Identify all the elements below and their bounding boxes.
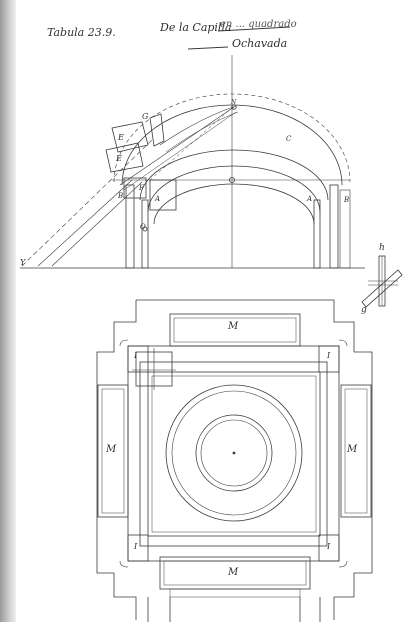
curve-to-crown	[159, 105, 237, 146]
vault-extrados-arc	[113, 93, 351, 183]
crown-mark	[231, 104, 237, 110]
plan-label-i-br: I	[327, 542, 331, 551]
slope-line-1	[21, 139, 153, 267]
right-wall	[329, 184, 339, 269]
label-e2: E	[116, 154, 122, 163]
slope-line-2	[37, 179, 133, 267]
center-mark	[229, 177, 235, 183]
plan-label-i-tr: I	[327, 351, 331, 360]
label-b-left: B	[118, 192, 124, 200]
elevation-section	[20, 55, 365, 269]
binding-shadow	[0, 0, 16, 622]
lantern-circle-inner	[200, 419, 268, 487]
block-m-left-inner	[101, 388, 125, 514]
vault-inner-arc-2	[147, 165, 321, 213]
dome-circle-outer	[165, 384, 303, 522]
corner-block-bl	[127, 534, 149, 562]
title-strike	[217, 26, 291, 32]
slope-line-3	[51, 181, 143, 267]
dome-circle-middle	[171, 390, 297, 516]
block-m-bottom-base	[169, 588, 301, 598]
vault-outer-arc	[121, 104, 343, 186]
block-m-left	[97, 384, 129, 518]
label-e1: E	[118, 133, 124, 142]
voussoir-f	[123, 177, 147, 199]
title-line-2: Ochavada	[232, 37, 288, 50]
vault-inner-arc	[139, 149, 329, 201]
corner-curve-bl	[119, 560, 129, 568]
label-n: N	[231, 99, 237, 106]
block-m-right-inner	[344, 388, 368, 514]
plan-label-m-top: M	[228, 321, 239, 332]
block-m-bottom-inner	[163, 560, 307, 586]
detail-label-bottom: g	[361, 305, 367, 315]
tangent-line	[149, 105, 235, 181]
title-line-1-struck: en ... quadrado	[220, 19, 297, 30]
label-a-right: A	[307, 195, 313, 203]
vault-inner-arc-3	[153, 183, 315, 225]
title-line-1: De la Capilla	[160, 21, 232, 34]
chord-line	[119, 106, 235, 186]
label-o: O	[140, 223, 146, 231]
floor-plan	[96, 299, 373, 622]
corner-block-tl	[127, 345, 149, 373]
corner-block-tr	[318, 345, 340, 373]
label-a-left: A	[155, 195, 161, 203]
label-y: Y	[20, 258, 26, 267]
block-m-top-inner	[173, 317, 297, 343]
left-wall	[125, 184, 135, 269]
plan-label-m-bottom: M	[228, 567, 239, 578]
label-f: F	[139, 184, 144, 192]
plan-label-m-left: M	[106, 444, 117, 455]
center-dot	[232, 451, 236, 455]
plan-band-inner-2	[151, 375, 317, 533]
plate-label: Tabula 23.9.	[47, 26, 116, 39]
voussoir-e1	[111, 121, 149, 153]
block-m-right	[340, 384, 372, 518]
corner-curve-tl	[119, 339, 129, 347]
detail-cross	[361, 255, 403, 308]
label-g: G	[142, 112, 149, 121]
voussoir-g	[149, 113, 165, 147]
label-c: C	[286, 135, 292, 143]
left-wall-inner	[141, 199, 149, 269]
detail-diagonal-bar	[361, 269, 403, 308]
curve-to-crown-2	[165, 111, 239, 153]
title-strike-2	[187, 46, 229, 50]
right-wall-outer	[339, 189, 351, 269]
lantern-circle-outer	[195, 414, 273, 492]
corner-curve-tr	[338, 339, 348, 347]
detail-label-top: h	[379, 243, 385, 253]
voussoir-e2	[105, 142, 144, 173]
right-wall-inner	[313, 199, 321, 269]
plan-label-m-right: M	[347, 444, 358, 455]
corner-block-br	[318, 534, 340, 562]
plan-label-i-tl: I	[134, 351, 138, 360]
plan-outer-outline	[96, 299, 373, 620]
small-circle-o	[142, 226, 148, 232]
voussoir-a-box	[149, 179, 177, 211]
block-m-top	[169, 313, 301, 347]
corner-curve-br	[338, 560, 348, 568]
plan-band-outer	[139, 361, 328, 547]
plan-label-i-bl: I	[134, 542, 138, 551]
label-b-right: B	[344, 196, 350, 204]
chord-line-2	[123, 111, 237, 191]
plan-band-inner	[147, 371, 321, 537]
